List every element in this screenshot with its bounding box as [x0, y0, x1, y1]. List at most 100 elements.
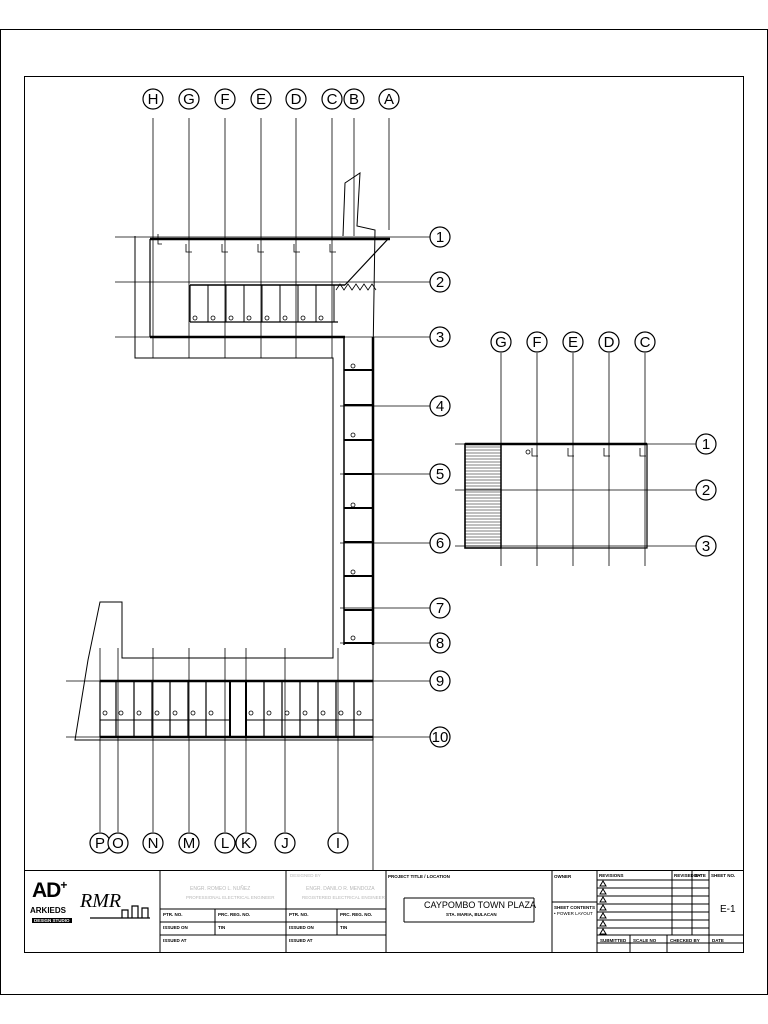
svg-text:6: 6	[436, 535, 444, 552]
ptr-no-label-2: PTR. NO.	[289, 912, 309, 917]
svg-text:L: L	[221, 835, 229, 852]
svg-text:N: N	[148, 835, 159, 852]
grid-bubble-B: B	[343, 88, 365, 110]
side-grid: G F E D C 1 2 3	[455, 331, 717, 566]
grid-bubble-M: M	[178, 832, 200, 854]
svg-text:B: B	[349, 91, 359, 108]
engineer1-role: PROFESSIONAL ELECTRICAL ENGINEER	[186, 895, 275, 900]
stair-hatch	[464, 443, 502, 549]
top-wing-partitions	[207, 285, 335, 322]
grid-bubble-F: F	[214, 88, 236, 110]
svg-text:5: 5	[436, 466, 444, 483]
grid-bubble-L: L	[214, 832, 236, 854]
svg-text:3: 3	[436, 329, 444, 346]
grid-bubble-K: K	[235, 832, 257, 854]
svg-text:2: 2	[436, 274, 444, 291]
grid-bubble-6: 6	[429, 532, 451, 554]
svg-text:C: C	[640, 334, 651, 351]
scale-label: SCALE NO	[633, 938, 657, 943]
sheet-no-label: SHEET NO.	[711, 873, 736, 878]
owner-label: OWNER	[554, 874, 572, 879]
project-title: CAYPOMBO TOWN PLAZA	[424, 900, 537, 910]
outlet-symbols	[102, 234, 362, 716]
svg-text:E: E	[568, 334, 578, 351]
project-title-label: PROJECT TITLE / LOCATION	[388, 874, 450, 879]
tin-label: TIN	[218, 925, 226, 930]
engineer2-role-top: DESIGNED BY	[290, 873, 321, 878]
grid-bubble-O: O	[107, 832, 129, 854]
tin-label-2: TIN	[340, 925, 348, 930]
svg-text:3: 3	[702, 538, 710, 555]
svg-text:A: A	[384, 91, 394, 108]
grid-bubble-5: 5	[429, 463, 451, 485]
svg-text:4: 4	[436, 398, 444, 415]
grid-bubble-2: 2	[429, 271, 451, 293]
date-bottom-label: DATE	[712, 938, 724, 943]
sheet-contents-label: SHEET CONTENTS	[554, 905, 596, 910]
svg-text:G: G	[495, 334, 507, 351]
grid-bubble-N: N	[142, 832, 164, 854]
revised-by-label: REVISED BY	[674, 873, 702, 878]
title-block	[24, 870, 744, 953]
svg-text:1: 1	[436, 229, 444, 246]
side-grid-bubble-2: 2	[695, 479, 717, 501]
grid-bubble-3: 3	[429, 326, 451, 348]
grid-bubble-H: H	[142, 88, 164, 110]
issued-at-label: ISSUED AT	[163, 938, 187, 943]
grid-bubble-E: E	[250, 88, 272, 110]
ad-logo: AD+	[32, 878, 67, 902]
issued-on-label: ISSUED ON	[163, 925, 188, 930]
svg-text:K: K	[241, 835, 251, 852]
svg-text:H: H	[148, 91, 159, 108]
grid-bubble-10: 10	[429, 726, 451, 748]
grid-bubble-I: I	[327, 832, 349, 854]
grid-bubble-A: A	[378, 88, 400, 110]
issued-on-label-2: ISSUED ON	[289, 925, 314, 930]
engineer2-role: REGISTERED ELECTRICAL ENGINEER	[302, 895, 385, 900]
svg-text:M: M	[183, 835, 196, 852]
grid-bubble-8: 8	[429, 632, 451, 654]
svg-text:7: 7	[436, 600, 444, 617]
svg-text:C: C	[327, 91, 338, 108]
svg-text:10: 10	[432, 729, 449, 746]
issued-at-label-2: ISSUED AT	[289, 938, 313, 943]
bottom-wing-partitions	[115, 681, 355, 737]
svg-text:P: P	[95, 835, 105, 852]
svg-text:D: D	[604, 334, 615, 351]
main-floor-plan	[74, 172, 390, 741]
svg-text:I: I	[336, 835, 340, 852]
ptr-no-label: PTR. NO.	[163, 912, 183, 917]
right-wing-partitions	[344, 369, 373, 644]
grid-bubble-G: G	[178, 88, 200, 110]
grid-bubble-1: 1	[429, 226, 451, 248]
rmr-skyline-icon	[90, 905, 150, 919]
side-grid-bubble-F: F	[526, 331, 548, 353]
prc-reg-no-label-2: PRC. REG. NO.	[340, 912, 373, 917]
side-grid-bubble-E: E	[562, 331, 584, 353]
svg-text:1: 1	[702, 436, 710, 453]
svg-text:G: G	[183, 91, 195, 108]
wall	[344, 238, 389, 286]
side-building-outline	[464, 443, 648, 549]
sheet-inner-border	[24, 76, 744, 953]
submitted-label: SUBMITTED	[600, 938, 627, 943]
stairs	[335, 283, 377, 291]
side-grid-bubble-C: C	[634, 331, 656, 353]
side-grid-bubble-3: 3	[695, 535, 717, 557]
grid-bubble-7: 7	[429, 597, 451, 619]
prc-reg-no-label: PRC. REG. NO.	[218, 912, 251, 917]
checked-by-label: CHECKED BY	[670, 938, 700, 943]
grid-bubble-D: D	[285, 88, 307, 110]
side-floor-plan	[464, 442, 648, 549]
side-grid-bubble-G: G	[490, 331, 512, 353]
rmr-logo: RMR	[80, 890, 122, 912]
grid-bubble-P: P	[89, 832, 111, 854]
date-label: DATE	[694, 873, 706, 878]
grid-bubble-C: C	[321, 88, 343, 110]
logo-tagline: DESIGN STUDIO	[32, 918, 72, 923]
grid-bubble-J: J	[274, 832, 296, 854]
grid-bubble-4: 4	[429, 395, 451, 417]
engineer2-name: ENGR. DANILO R. MENDOZA	[306, 886, 375, 892]
